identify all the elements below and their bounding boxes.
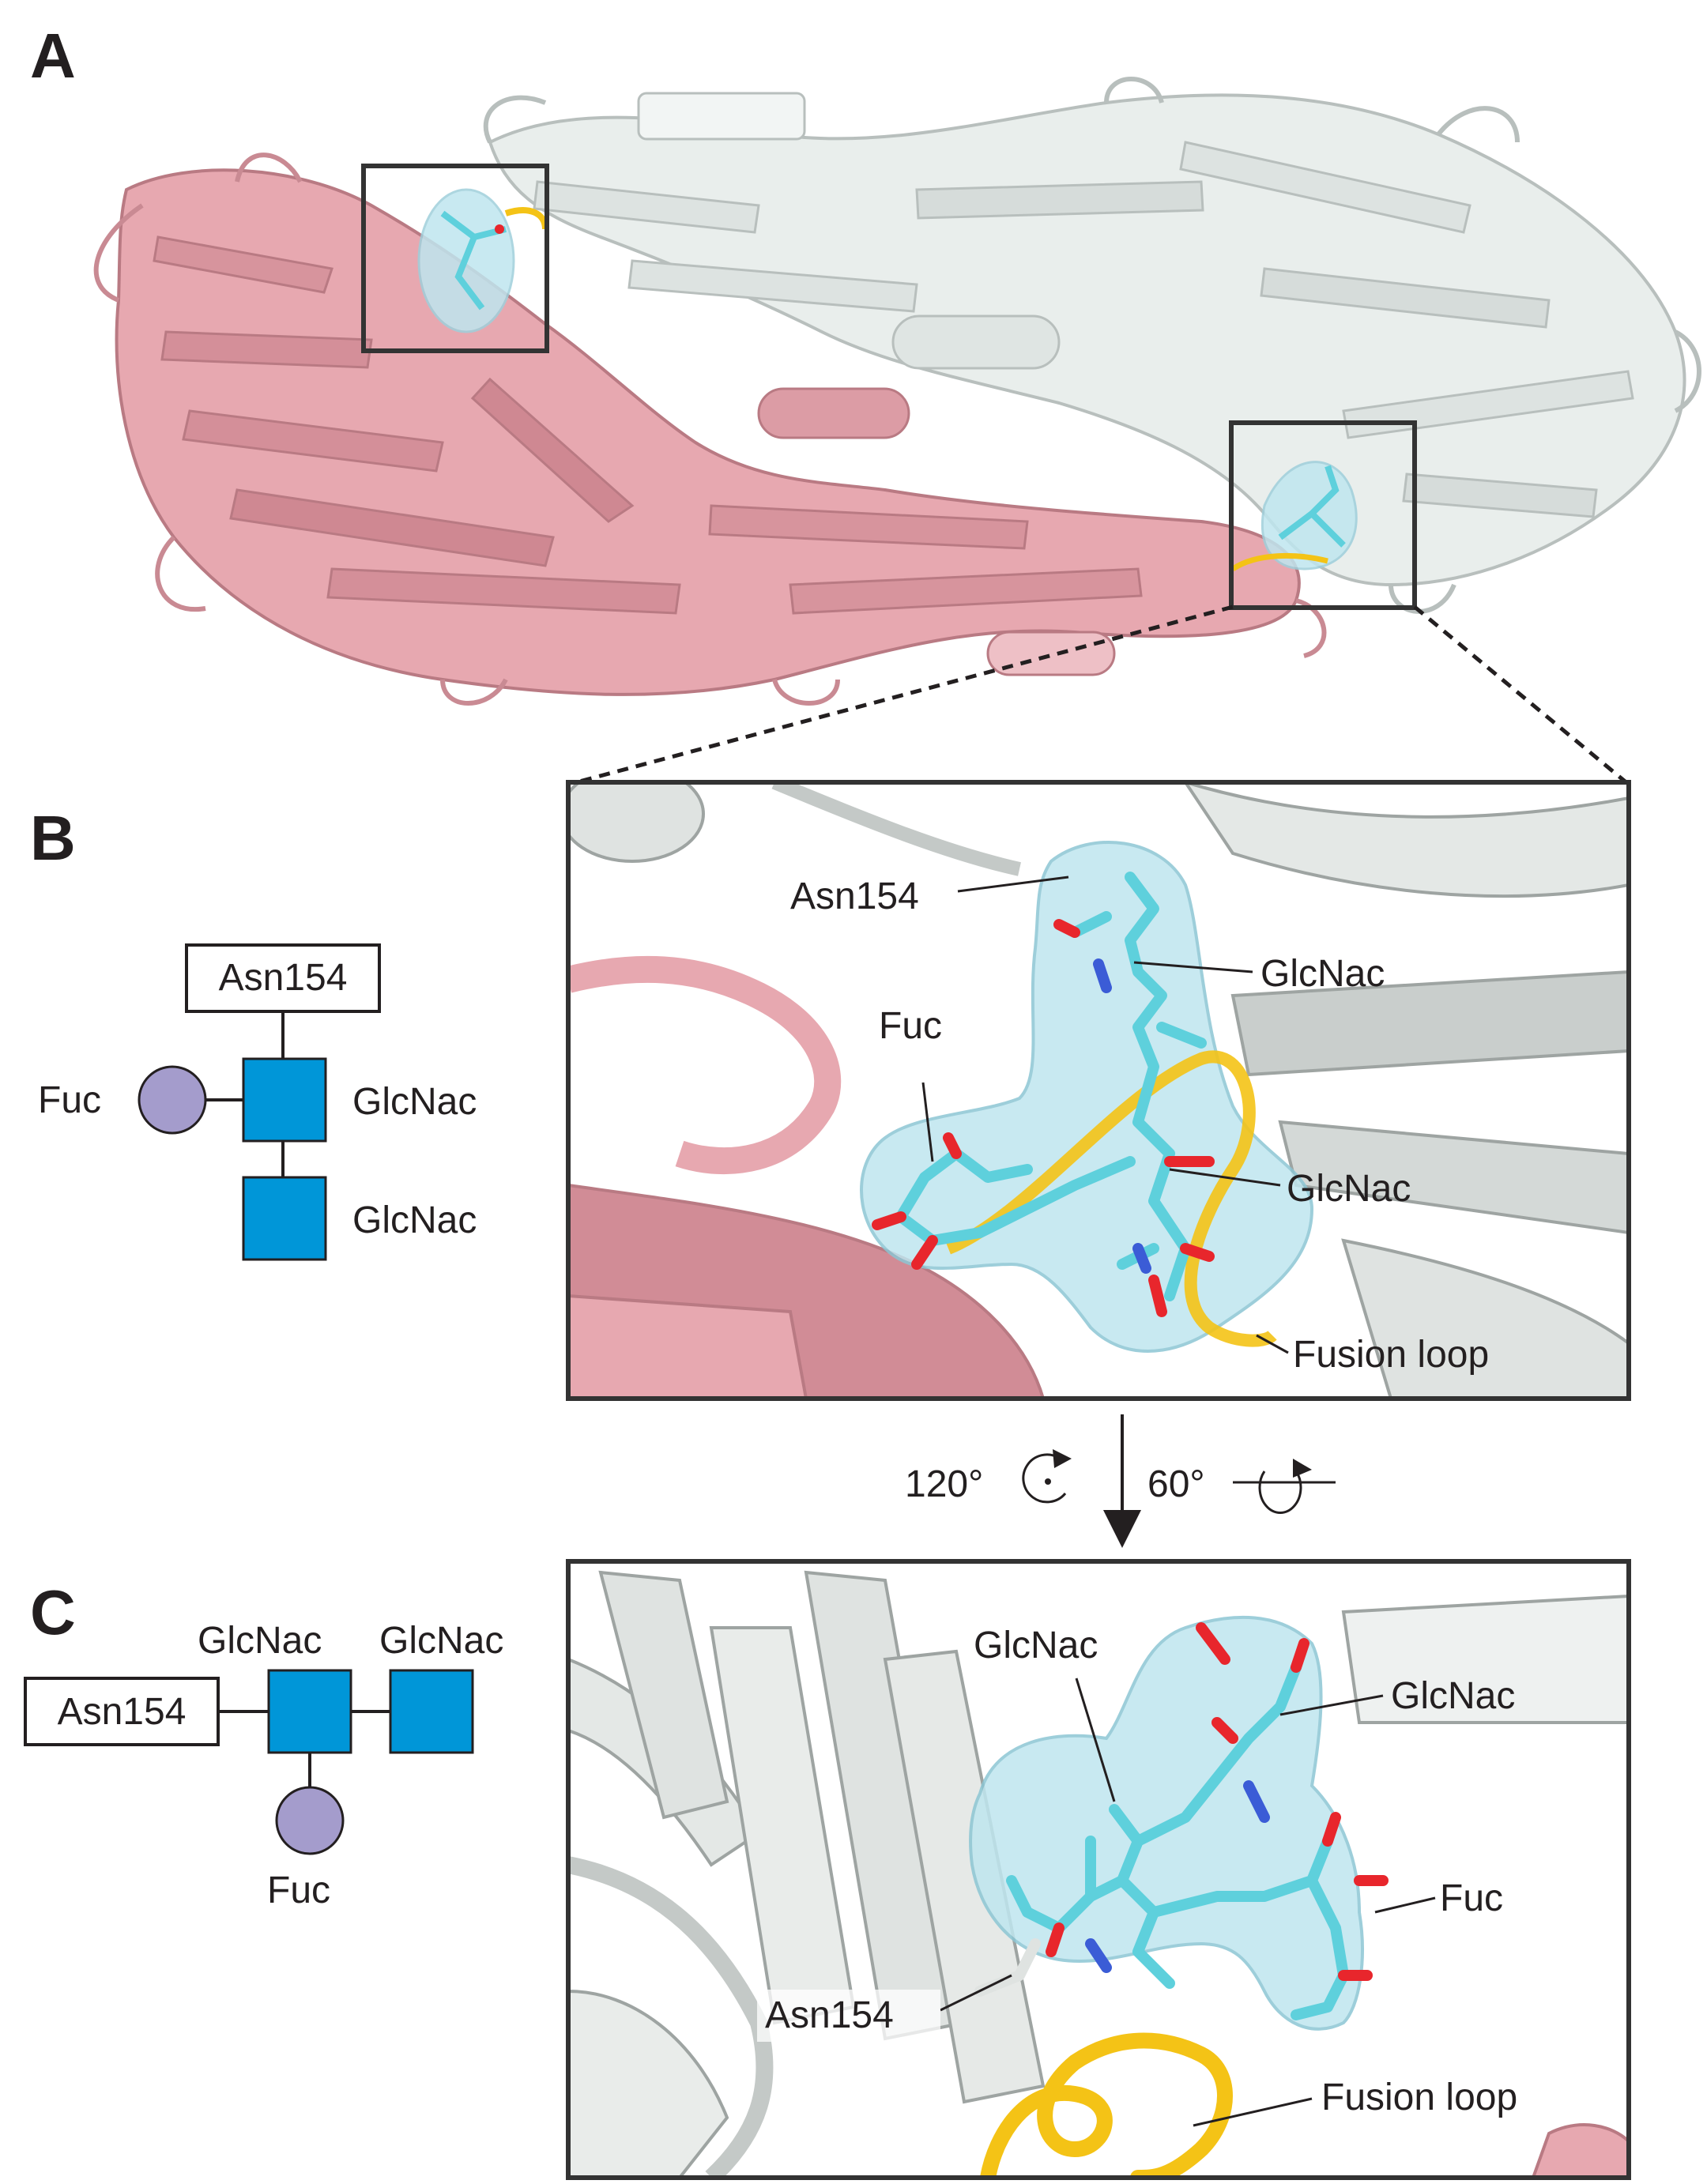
detail-b-glcnac-label-2: GlcNac [1287, 1168, 1411, 1210]
highlight-box-site-1 [361, 164, 549, 353]
fuc-label-c: Fuc [267, 1870, 330, 1911]
panel-label-c: C [30, 1577, 76, 1647]
glcnac-square-c2 [389, 1669, 474, 1754]
detail-frame-c [566, 1559, 1631, 2180]
asn-label-b: Asn154 [219, 957, 348, 999]
rotation-angle-2: 60° [1147, 1463, 1205, 1505]
asn-box-b [185, 943, 381, 1013]
detail-c-fuc-label: Fuc [1440, 1877, 1503, 1919]
detail-c-glcnac-label-2: GlcNac [1391, 1675, 1515, 1717]
zoom-line-left [570, 604, 1234, 786]
asn-box-c [24, 1677, 220, 1746]
detail-view-b: Asn154 GlcNac Fuc GlcNac Fusion loop [566, 780, 1631, 1401]
glcnac-label-c2: GlcNac [379, 1620, 503, 1662]
rotation-indicator: 120° 60° [905, 1414, 1336, 1548]
rotation-angle-1: 120° [905, 1463, 983, 1505]
glycan-site-2 [1231, 461, 1358, 571]
protein-structure-overview [93, 77, 1701, 786]
highlight-box-site-2 [1229, 420, 1417, 610]
detail-c-glcnac-label-1: GlcNac [974, 1625, 1098, 1666]
pink-chain [93, 153, 1327, 706]
detail-view-c: GlcNac GlcNac Fuc Asn154 Fusion loop [566, 1559, 1631, 2180]
glcnac-square-b1 [242, 1057, 327, 1143]
rotate-z-icon [1022, 1449, 1072, 1504]
glcnac-square-b2 [242, 1176, 327, 1261]
asn-label-c: Asn154 [58, 1691, 187, 1733]
glcnac-label-b1: GlcNac [352, 1081, 477, 1123]
rotate-x-icon [1233, 1459, 1336, 1514]
panel-label-a: A [30, 21, 76, 91]
detail-frame-b [566, 780, 1631, 1401]
detail-b-asn-label: Asn154 [790, 875, 919, 917]
glcnac-label-b2: GlcNac [352, 1199, 477, 1241]
detail-c-asn-label: Asn154 [765, 1994, 894, 2036]
glcnac-label-c1: GlcNac [198, 1620, 322, 1662]
detail-c-fusion-loop-label: Fusion loop [1321, 2077, 1517, 2118]
fuc-circle-b [138, 1065, 207, 1135]
detail-b-fuc-label: Fuc [879, 1005, 942, 1047]
detail-b-glcnac-label-1: GlcNac [1260, 953, 1385, 995]
zoom-line-right [1413, 605, 1630, 785]
glcnac-square-c1 [267, 1669, 352, 1754]
panel-label-b: B [30, 803, 76, 873]
glycan-schematic-b: Asn154 Fuc GlcNac GlcNac [38, 943, 477, 1261]
glycan-schematic-c: Asn154 GlcNac GlcNac Fuc [24, 1620, 503, 1911]
detail-b-fusion-loop-label: Fusion loop [1293, 1334, 1489, 1376]
fuc-label-b: Fuc [38, 1079, 101, 1121]
fuc-circle-c [275, 1786, 345, 1855]
